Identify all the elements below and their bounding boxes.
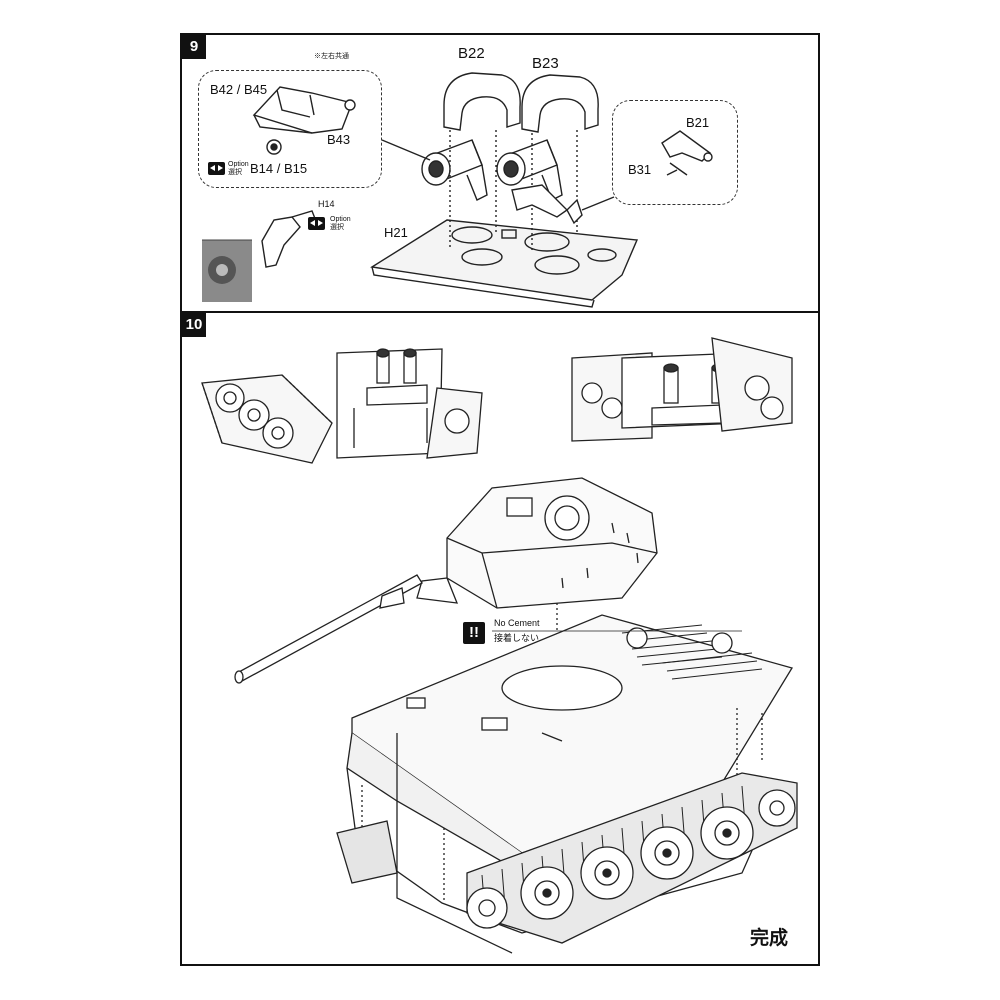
part-label-b21: B21 [686,115,710,130]
part-label-b23: B23 [532,55,559,72]
part-label-b31: B31 [628,162,652,177]
option-icon [308,217,325,230]
step-9-drawing [202,72,713,308]
part-label-b22: B22 [458,45,485,62]
h14-placement-illustration [202,239,252,302]
completion-label: 完成 [750,928,789,949]
no-cement-warning-icon: !! [463,622,485,644]
turret [234,477,658,684]
option-label-en: Option [330,216,351,223]
tracks [336,772,798,944]
step-10-panel: 10 [180,311,820,966]
step-number: 10 [182,313,206,337]
part-label-b43: B43 [327,132,351,147]
part-label-h21: H21 [384,225,408,240]
part-label-b14-b15: B14 / B15 [250,161,308,176]
rear-view-right [571,337,793,442]
option-icon [208,162,225,175]
no-cement-label-jp: 接着しない [494,633,540,643]
option-label-en: Option [228,161,249,168]
option-label-jp: 選択 [228,169,242,176]
inset-b21-b31 [612,100,738,205]
step-9-panel: 9 [180,33,820,313]
part-label-h14: H14 [318,199,335,209]
step-10-drawing [201,337,798,954]
step-number: 9 [182,35,206,59]
common-note: ※左右共通 [314,53,349,60]
inset-b42-b45 [198,70,382,188]
option-label-jp: 選択 [330,224,344,231]
part-label-b42-b45: B42 / B45 [210,82,268,97]
no-cement-label-en: No Cement [494,618,540,628]
rear-view-left [201,348,483,464]
